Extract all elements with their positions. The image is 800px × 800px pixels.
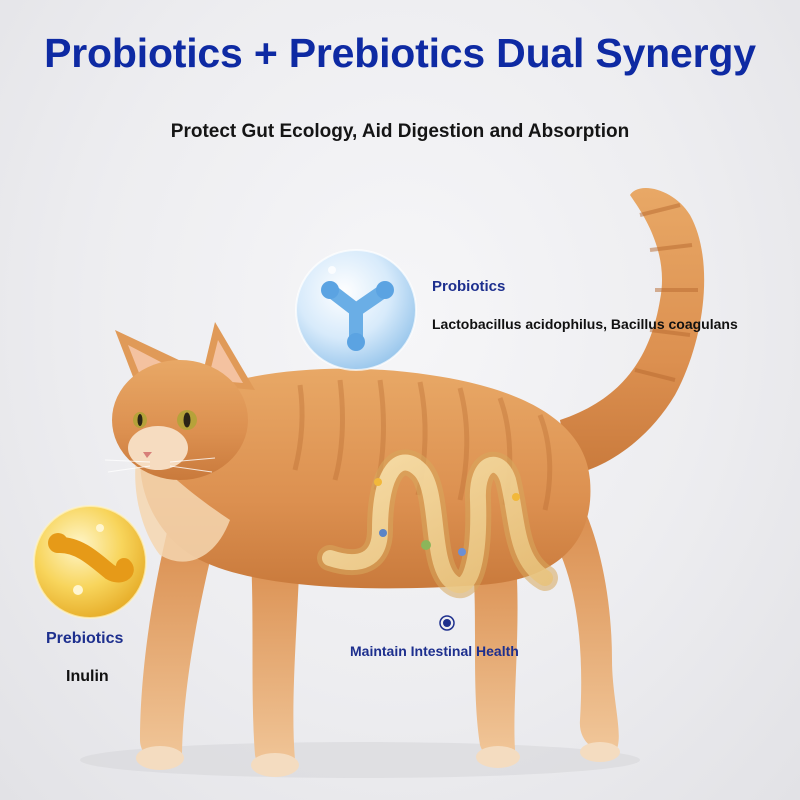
cat-front-leg-left [140, 520, 215, 765]
probiotics-label: Probiotics [432, 278, 506, 295]
intestine-inner [322, 454, 553, 594]
intestinal-health-label: Maintain Intestinal Health [350, 643, 519, 659]
cat-eyes [133, 410, 197, 430]
cat-muzzle [128, 426, 188, 470]
probiotics-description: Lactobacillus acidophilus, Bacillus coag… [432, 316, 738, 332]
cat-paw [251, 753, 299, 777]
cat-paw [136, 746, 184, 770]
cat-paw [476, 746, 520, 768]
prebiotics-bubble [33, 505, 147, 619]
cat-whiskers [104, 457, 216, 473]
cat-back-leg-left [470, 540, 518, 759]
intestine-marker [439, 615, 455, 631]
prebiotics-label: Prebiotics [46, 630, 124, 647]
page-subtitle: Protect Gut Ecology, Aid Digestion and A… [170, 121, 630, 142]
bacteria-dots [374, 478, 520, 556]
prebiotics-description: Inulin [66, 668, 109, 685]
cat-nose [143, 452, 152, 458]
probiotics-bubble [295, 249, 417, 371]
cat-tail [560, 187, 705, 475]
page-title: Probiotics + Prebiotics Dual Synergy [44, 30, 756, 76]
tail-stripes [634, 203, 698, 382]
cat-back-leg-right [540, 500, 619, 753]
cat-front-leg-right [250, 540, 300, 771]
cat-paw [580, 742, 620, 762]
